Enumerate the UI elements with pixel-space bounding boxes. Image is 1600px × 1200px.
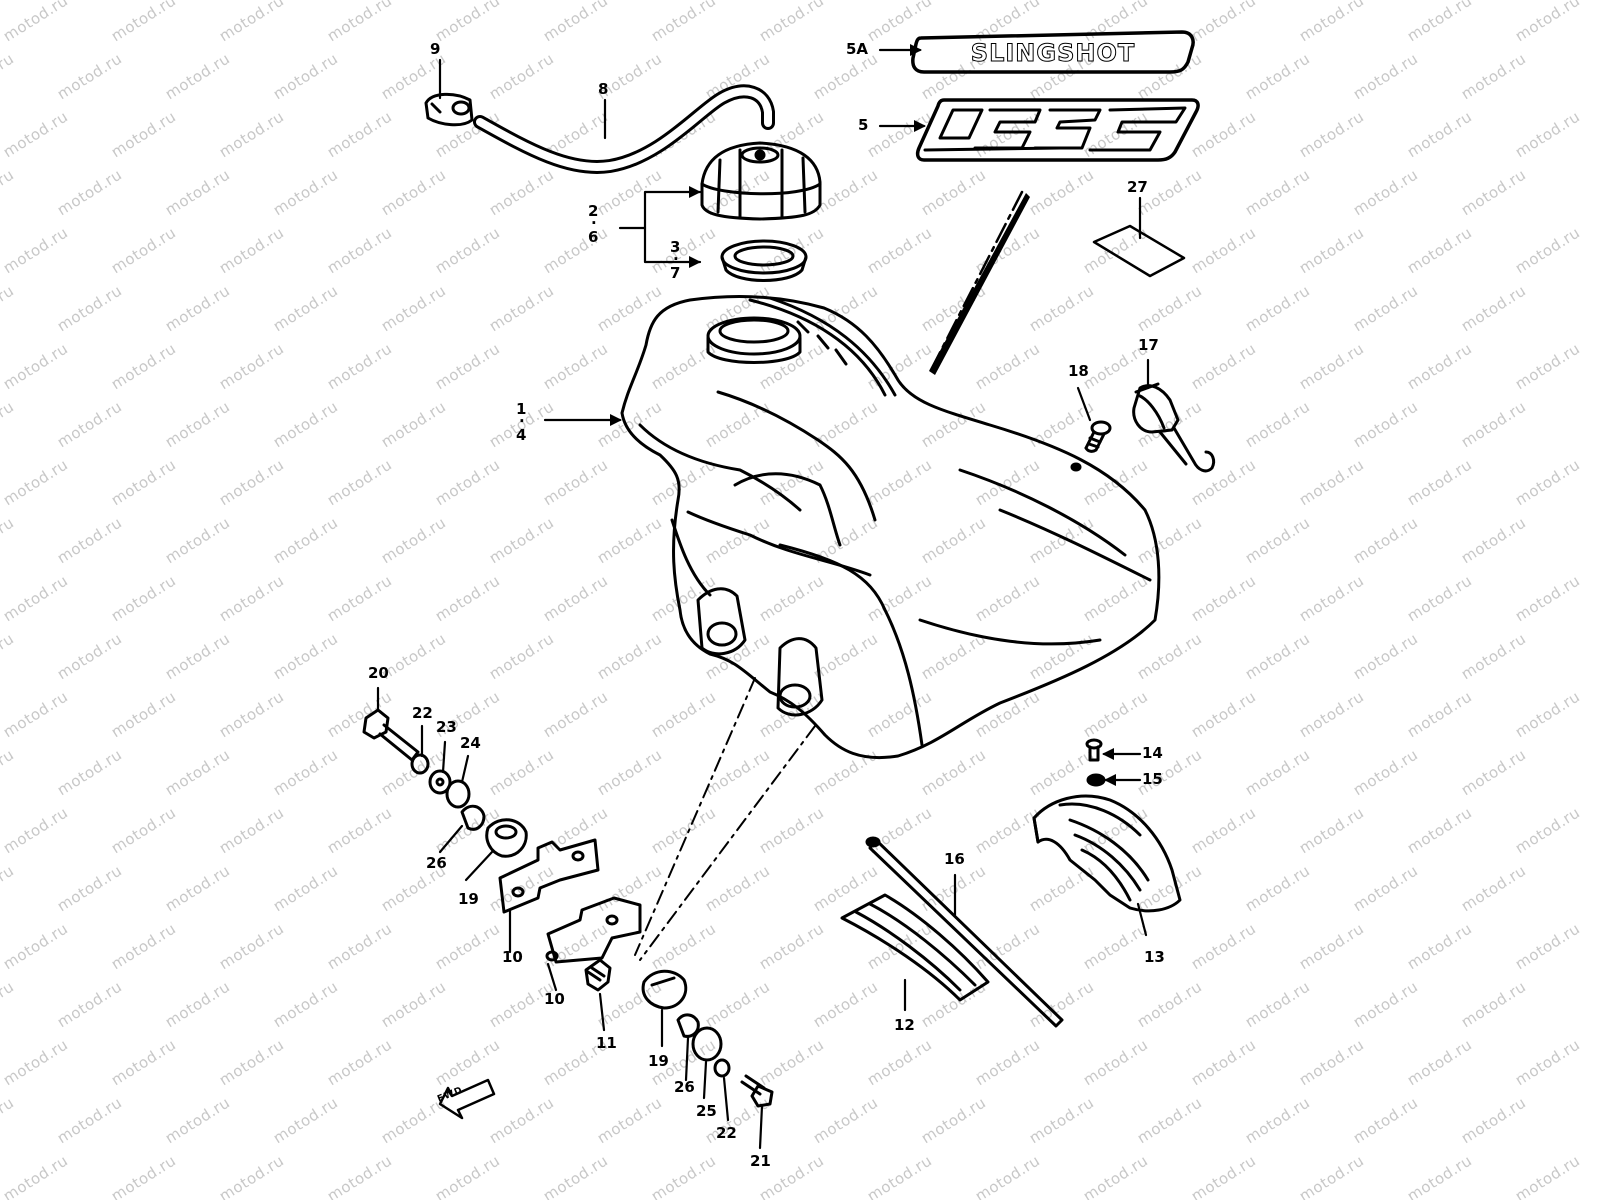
bolt-14-part: [1085, 738, 1103, 762]
bolt-21-part: [740, 1074, 774, 1108]
callout-12: 12: [894, 1016, 915, 1034]
bracket-10-lower-part: [545, 896, 642, 964]
callout-1-dot: ·: [519, 412, 525, 430]
callout-17: 17: [1138, 336, 1159, 354]
callout-8: 8: [598, 80, 609, 98]
collar-26-part: [460, 804, 486, 831]
callout-23: 23: [436, 718, 457, 736]
breather-hose-part: [473, 84, 775, 174]
slingshot-decal-part: [911, 30, 1195, 74]
callout-10b: 10: [544, 990, 565, 1008]
callout-1: 1: [516, 400, 527, 418]
callout-5: 5: [858, 116, 869, 134]
clamp-17-part: [1132, 382, 1216, 473]
callout-27: 27: [1127, 178, 1148, 196]
bracket-10-upper-part: [498, 838, 600, 914]
callout-15: 15: [1142, 770, 1163, 788]
forward-arrow-icon: [438, 1078, 496, 1120]
fuel-cap-part: [700, 141, 822, 221]
grommet-19b-part: [641, 969, 688, 1010]
callout-11: 11: [596, 1034, 617, 1052]
washer-25-part: [691, 1026, 723, 1062]
screw-18-part: [1084, 420, 1112, 453]
callout-10: 10: [502, 948, 523, 966]
bolt-20-part: [362, 708, 420, 762]
callout-14: 14: [1142, 744, 1163, 762]
grommet-19-part: [485, 818, 528, 858]
callout-13: 13: [1144, 948, 1165, 966]
callout-21: 21: [750, 1152, 771, 1170]
callout-22b: 22: [716, 1124, 737, 1142]
callout-2-dot: ·: [591, 214, 597, 232]
cap-gasket-part: [720, 239, 808, 282]
bolt-11-part: [584, 958, 612, 992]
washer-15-part: [1086, 773, 1106, 787]
washer-23-part: [428, 769, 452, 795]
washer-22-part: [410, 753, 430, 775]
callout-25: 25: [696, 1102, 717, 1120]
callout-7: 7: [670, 264, 681, 282]
callout-24: 24: [460, 734, 481, 752]
125-decal-part: [915, 98, 1200, 162]
callout-5a: 5A: [846, 40, 869, 58]
callout-20: 20: [368, 664, 389, 682]
cover-13-part: [1032, 794, 1182, 913]
callout-9: 9: [430, 40, 441, 58]
callout-19: 19: [458, 890, 479, 908]
washer-22b-part: [713, 1058, 731, 1078]
callout-2: 2: [588, 202, 599, 220]
slingshot-decal-text: SLINGSHOT: [970, 39, 1136, 68]
callout-16: 16: [944, 850, 965, 868]
callout-26b: 26: [674, 1078, 695, 1096]
callout-4: 4: [516, 426, 527, 444]
callout-26: 26: [426, 854, 447, 872]
pad-12-part: [840, 893, 990, 1002]
callout-6: 6: [588, 228, 599, 246]
warning-label-part: [1092, 224, 1186, 278]
callout-19b: 19: [648, 1052, 669, 1070]
callout-3-dot: ·: [673, 250, 679, 268]
callout-18: 18: [1068, 362, 1089, 380]
strap-16-part: [865, 836, 1064, 1028]
callout-22: 22: [412, 704, 433, 722]
fuel-tank-part: [620, 295, 1161, 760]
hose-clamp-part: [424, 92, 474, 127]
callout-3: 3: [670, 238, 681, 256]
washer-24-part: [445, 779, 471, 809]
collar-26b-part: [676, 1013, 700, 1038]
